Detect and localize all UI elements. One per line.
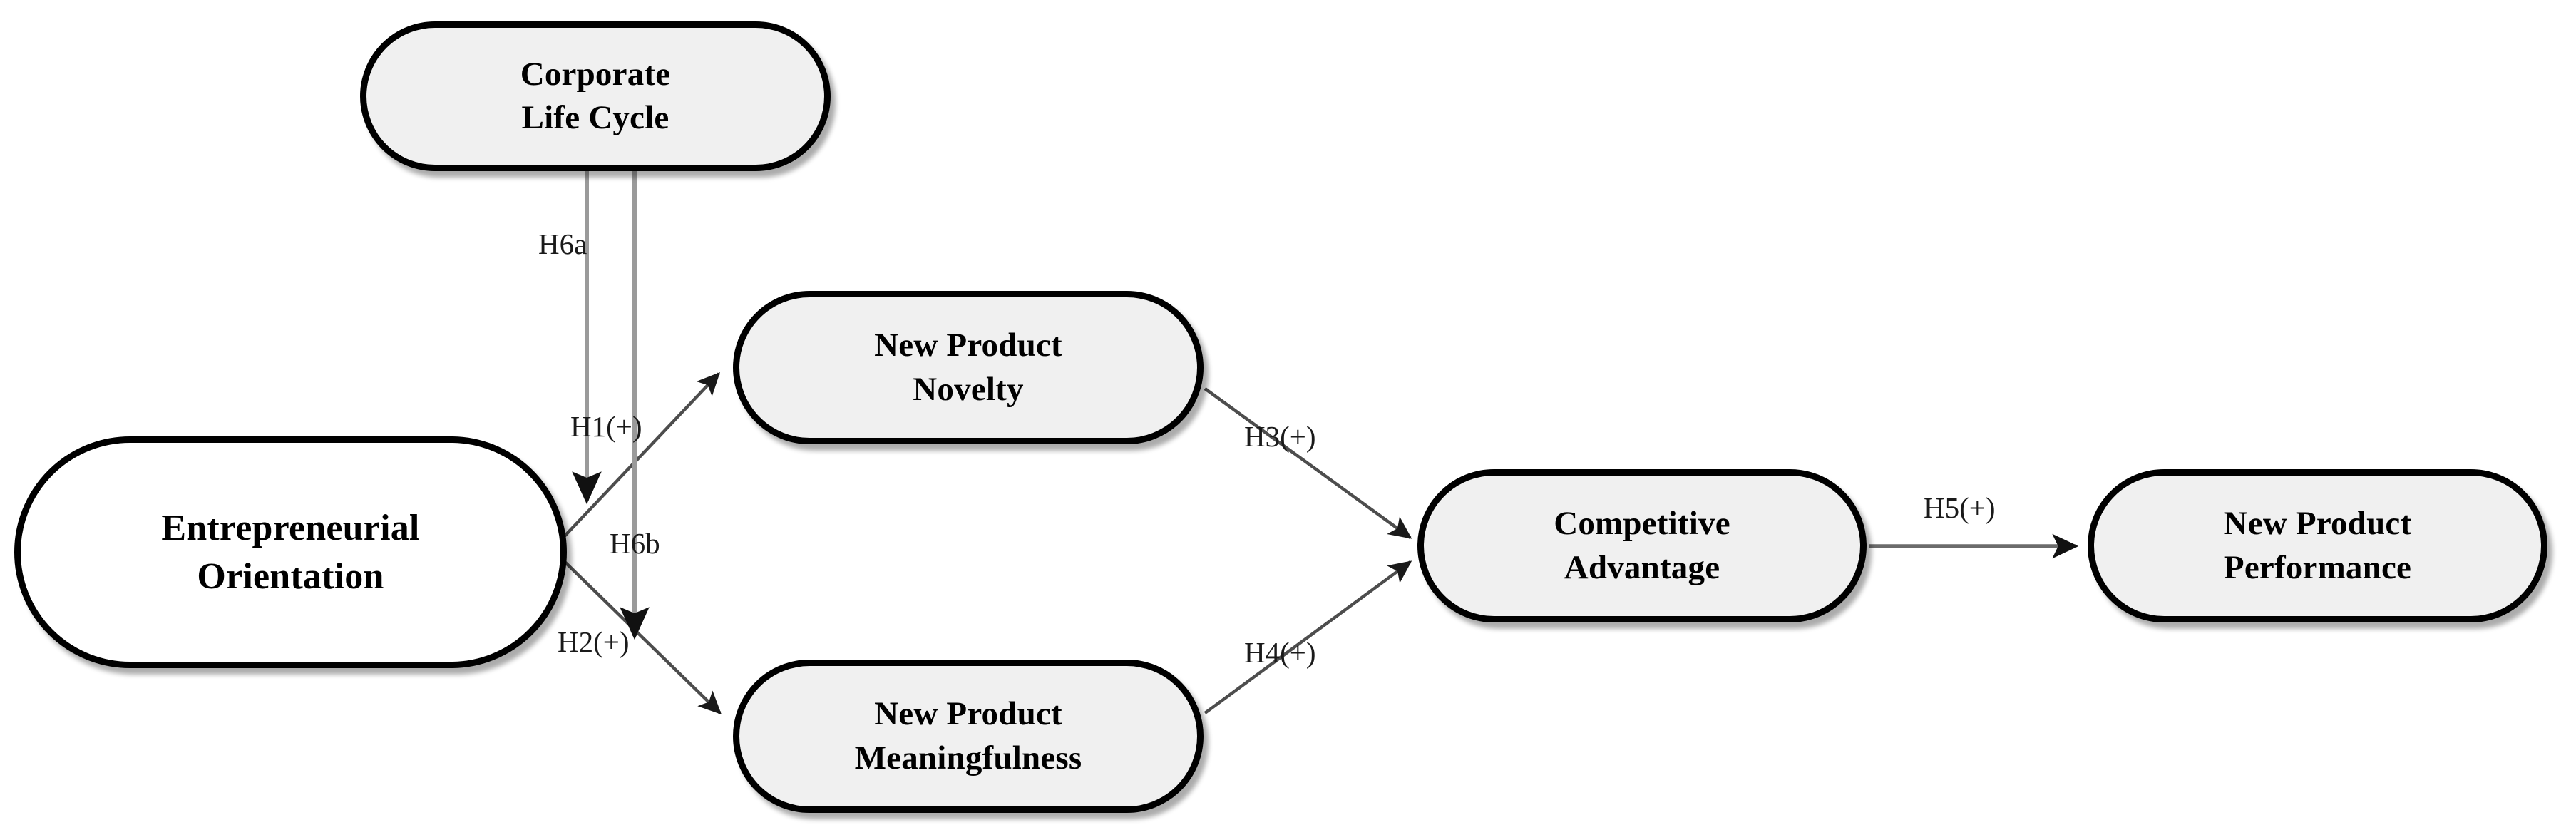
path-label-h3: H3(+): [1244, 420, 1316, 453]
path-label-h5: H5(+): [1924, 491, 1996, 524]
path-label-h6b: H6b: [610, 527, 660, 560]
node-label-entrepreneurial-orientation: Entrepreneurial Orientation: [161, 507, 420, 597]
path-label-h2: H2(+): [558, 625, 630, 658]
path-h3-arrow: [1204, 387, 1412, 539]
node-entrepreneurial-orientation[interactable]: Entrepreneurial Orientation: [14, 436, 567, 668]
node-label-corporate-life-cycle: Corporate Life Cycle: [520, 55, 671, 136]
node-label-new-product-meaningfulness: New Product Meaningfulness: [854, 695, 1082, 777]
node-label-competitive-advantage: Competitive Advantage: [1554, 505, 1730, 586]
path-label-h4: H4(+): [1244, 636, 1316, 669]
node-new-product-novelty[interactable]: New Product Novelty: [733, 291, 1204, 444]
node-corporate-life-cycle[interactable]: Corporate Life Cycle: [360, 21, 831, 171]
path-h4-arrow: [1204, 560, 1412, 714]
node-competitive-advantage[interactable]: Competitive Advantage: [1417, 469, 1867, 622]
path-h1-arrow: [559, 372, 720, 542]
path-label-h6a: H6a: [538, 227, 587, 260]
node-label-new-product-novelty: New Product Novelty: [874, 327, 1062, 408]
node-new-product-meaningfulness[interactable]: New Product Meaningfulness: [733, 660, 1204, 813]
path-label-h1: H1(+): [570, 410, 642, 443]
node-label-new-product-performance: New Product Performance: [2223, 505, 2412, 586]
node-new-product-performance[interactable]: New Product Performance: [2088, 469, 2547, 622]
